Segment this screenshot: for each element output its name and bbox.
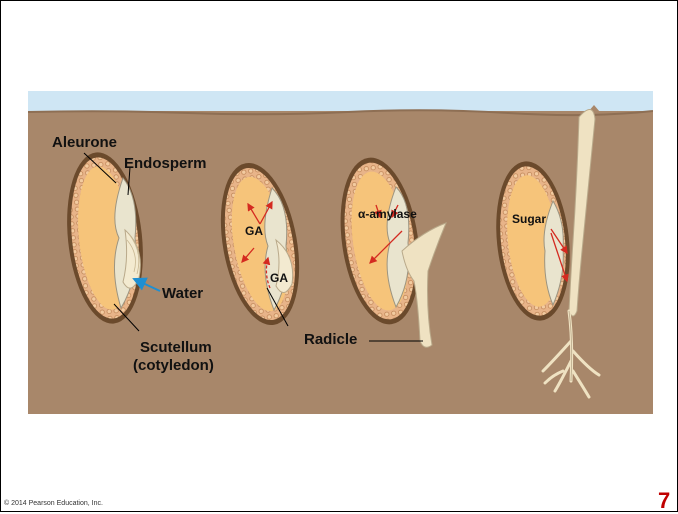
label-water: Water <box>162 286 203 303</box>
seed-germination-illustration <box>28 91 653 414</box>
label-endosperm: Endosperm <box>124 156 207 173</box>
label-sugar: Sugar <box>512 213 546 226</box>
label-ga-top: GA <box>245 225 263 238</box>
page-number: 7 <box>658 488 670 514</box>
label-alpha-amylase: α-amylase <box>358 208 417 221</box>
label-scutellum: Scutellum <box>140 340 212 357</box>
sky <box>28 91 653 113</box>
label-radicle: Radicle <box>304 332 357 349</box>
label-aleurone: Aleurone <box>52 135 117 152</box>
label-ga-bottom: GA <box>270 272 288 285</box>
seed-germination-figure: Aleurone Endosperm Water Scutellum (coty… <box>28 91 653 414</box>
label-cotyledon: (cotyledon) <box>133 358 214 375</box>
copyright-notice: © 2014 Pearson Education, Inc. <box>4 500 103 507</box>
